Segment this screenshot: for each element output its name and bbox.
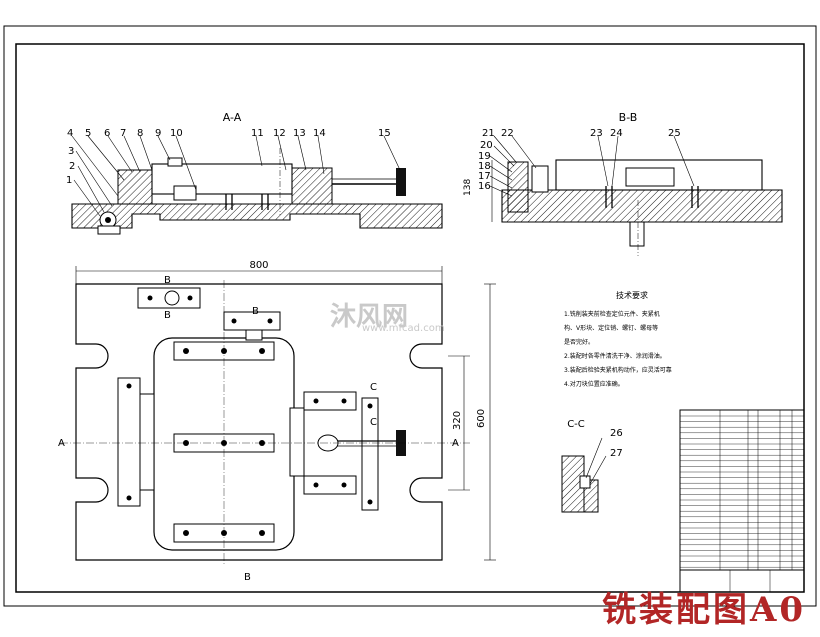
aa-right-block <box>291 167 333 205</box>
section-cc-view: C-C 26 27 <box>561 419 623 513</box>
aa-part-9: 9 <box>155 128 161 139</box>
bb-part-23: 23 <box>590 128 603 139</box>
aa-part-3: 3 <box>68 146 74 157</box>
aa-small-part <box>173 185 197 201</box>
notes-line-2: 构、V形块、定位销、螺钉、螺母等 <box>564 324 658 332</box>
bb-part-25: 25 <box>668 128 681 139</box>
bb-part-21: 21 <box>482 128 495 139</box>
section-aa-view: A-A <box>66 111 443 235</box>
aa-part-12: 12 <box>273 128 286 139</box>
parts-list-table <box>679 409 805 593</box>
dim-inner-320: 320 <box>452 411 463 430</box>
aa-part-1: 1 <box>66 175 72 186</box>
section-aa-label: A-A <box>223 111 242 124</box>
plan-base-outline <box>75 283 443 561</box>
plan-clamp-mechanism-top <box>303 391 357 411</box>
bb-base-plate <box>501 189 783 223</box>
bb-part-18: 18 <box>478 161 491 172</box>
title-block <box>679 569 805 593</box>
notes-line-3: 是否完好。 <box>564 338 594 346</box>
technical-notes: 技术要求 1.铣削装夹前检查定位元件、夹紧机 构、V形块、定位销、螺钉、螺母等 … <box>564 290 672 388</box>
aa-part-14: 14 <box>313 128 326 139</box>
bb-part-17: 17 <box>478 171 491 182</box>
notes-line-5: 3.装配后检验夹紧机构动作，应灵活可靠 <box>564 366 672 374</box>
bb-stop-block <box>531 165 549 193</box>
aa-handwheel <box>396 168 406 196</box>
plan-left-locator <box>117 377 141 507</box>
outer-frame <box>3 25 817 607</box>
plan-top-left-block <box>137 287 201 309</box>
marker-b-bottom: B <box>244 572 251 583</box>
aa-part-15: 15 <box>378 128 391 139</box>
plan-view: 800 600 320 <box>58 260 496 583</box>
bb-part-22: 22 <box>501 128 514 139</box>
marker-a-left: A <box>58 438 65 449</box>
section-bb-view: B-B 138 16 17 18 19 20 21 22 23 24 <box>463 111 783 256</box>
marker-b-right: B <box>252 306 259 317</box>
dim-width-800: 800 <box>249 260 268 271</box>
bb-part-24: 24 <box>610 128 623 139</box>
bb-pad <box>625 167 675 187</box>
bb-dim-138: 138 <box>463 179 473 196</box>
inner-frame <box>15 43 805 593</box>
cc-part-27: 27 <box>610 448 623 459</box>
notes-line-6: 4.对刀块位置应准确。 <box>564 380 624 388</box>
bb-part-20: 20 <box>480 140 493 151</box>
section-cc-label: C-C <box>567 419 585 430</box>
aa-part-7: 7 <box>120 128 126 139</box>
notes-title: 技术要求 <box>616 290 648 300</box>
marker-c-top: C <box>370 382 377 393</box>
marker-b-top: B <box>164 275 171 286</box>
aa-part-8: 8 <box>137 128 143 139</box>
bb-left-block <box>507 161 529 213</box>
dim-height-600: 600 <box>476 409 487 428</box>
notes-line-4: 2.装配时各零件清洗干净、涂润滑油。 <box>564 352 666 360</box>
bb-bottom-pin <box>629 221 645 247</box>
aa-part-5: 5 <box>85 128 91 139</box>
section-bb-label: B-B <box>619 111 638 124</box>
aa-left-block <box>117 169 153 205</box>
marker-c-bottom: C <box>370 417 377 428</box>
aa-base-plate <box>71 203 443 229</box>
aa-pin-cap <box>167 157 183 167</box>
marker-b-mid: B <box>164 310 171 321</box>
bb-part-16: 16 <box>478 181 491 192</box>
cc-part-26: 26 <box>610 428 623 439</box>
aa-part-2: 2 <box>69 161 75 172</box>
aa-part-4: 4 <box>67 128 73 139</box>
aa-part-11: 11 <box>251 128 264 139</box>
marker-a-right: A <box>452 438 459 449</box>
aa-part-13: 13 <box>293 128 306 139</box>
aa-part-10: 10 <box>170 128 183 139</box>
notes-line-1: 1.铣削装夹前检查定位元件、夹紧机 <box>564 310 660 318</box>
bb-part-19: 19 <box>478 151 491 162</box>
aa-workpiece <box>151 163 293 195</box>
plan-clamp-mechanism-bottom <box>303 475 357 495</box>
aa-part-6: 6 <box>104 128 110 139</box>
